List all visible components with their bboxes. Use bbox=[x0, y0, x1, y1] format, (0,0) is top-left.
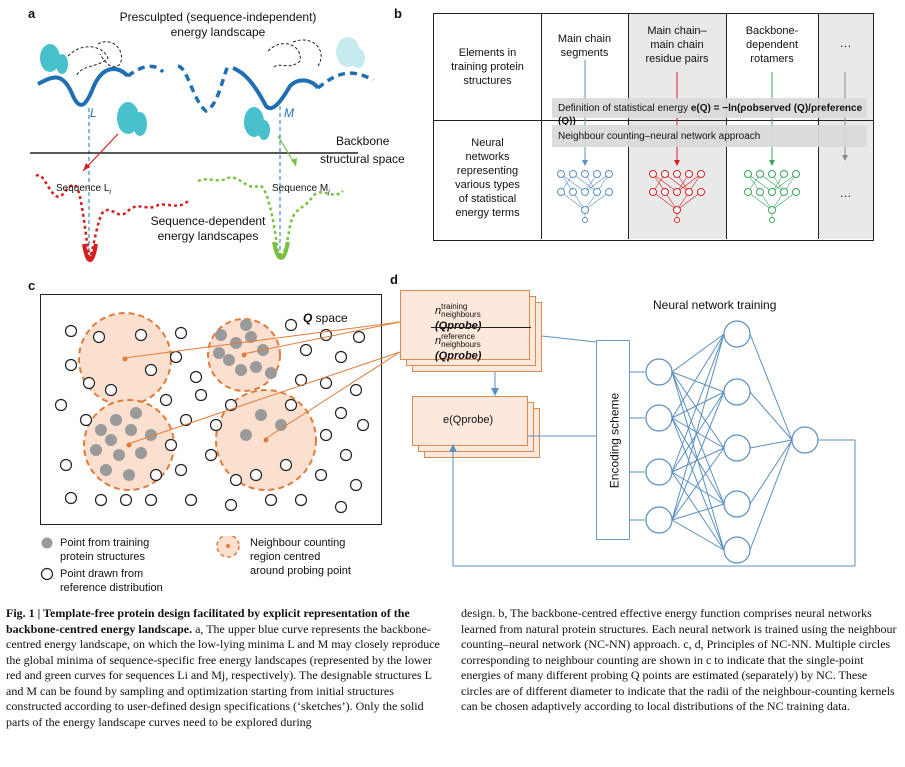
sequence-M-label: Sequence Mj bbox=[272, 183, 330, 196]
col-more: … bbox=[839, 36, 852, 50]
blue-curve-solid-L bbox=[37, 67, 130, 107]
axis-label-line1: Backbone bbox=[336, 134, 390, 148]
caption-title: Template-free protein design facilitated… bbox=[6, 606, 410, 636]
figure-caption: Fig. 1 | Template-free protein design fa… bbox=[6, 606, 899, 764]
encoding-scheme-box: Encoding scheme bbox=[596, 340, 630, 540]
nn-training-title: Neural network training bbox=[653, 298, 777, 312]
caption-left-column: Fig. 1 | Template-free protein design fa… bbox=[6, 606, 446, 730]
q-space-label: Q space bbox=[303, 311, 348, 325]
neural-network-diagram bbox=[449, 320, 856, 567]
panel-label-c: c bbox=[28, 278, 36, 293]
presculpted-title-line2: energy landscape bbox=[170, 25, 266, 39]
energy-definition: Definition of statistical energy e(Q) = … bbox=[558, 103, 863, 127]
panel-label-d: d bbox=[390, 272, 398, 287]
panel-a-title: Presculpted (sequence-independent) energ… bbox=[88, 10, 348, 40]
blue-curve-dash-3 bbox=[316, 71, 374, 90]
caption-right-body: design. b, The backbone-centred effectiv… bbox=[461, 606, 897, 713]
caption-right-column: design. b, The backbone-centred effectiv… bbox=[461, 606, 901, 715]
panel-a-graphic bbox=[30, 37, 374, 263]
panel-label-a: a bbox=[28, 6, 36, 21]
net-more: … bbox=[839, 186, 852, 200]
energy-box: e(Qprobe) bbox=[412, 396, 528, 446]
sequence-dependent-title: Sequence-dependent energy landscapes bbox=[128, 214, 288, 244]
blue-curve-dash-2 bbox=[177, 64, 230, 114]
dep-line2: energy landscapes bbox=[157, 229, 259, 243]
sequence-L-label: Sequence Li bbox=[56, 183, 111, 196]
nc-nn-approach: Neighbour counting–neural network approa… bbox=[558, 131, 761, 142]
label-M: M bbox=[284, 106, 294, 120]
energy-label: e(Qprobe) bbox=[443, 414, 494, 426]
blue-curve-solid-M bbox=[232, 66, 320, 110]
dep-line1: Sequence-dependent bbox=[150, 214, 266, 228]
label-L: L bbox=[90, 106, 97, 120]
presculpted-title-line1: Presculpted (sequence-independent) bbox=[119, 10, 317, 24]
protein-structure-icon bbox=[40, 44, 270, 140]
panel-a: Presculpted (sequence-independent) energ… bbox=[28, 6, 408, 266]
caption-left-body: a, The upper blue curve represents the b… bbox=[6, 621, 440, 729]
blue-curve-dash-1 bbox=[126, 64, 165, 78]
axis-label-line2: structural space bbox=[320, 152, 405, 166]
panel-label-b: b bbox=[394, 6, 402, 21]
caption-fig-number: Fig. 1 | bbox=[6, 606, 44, 620]
